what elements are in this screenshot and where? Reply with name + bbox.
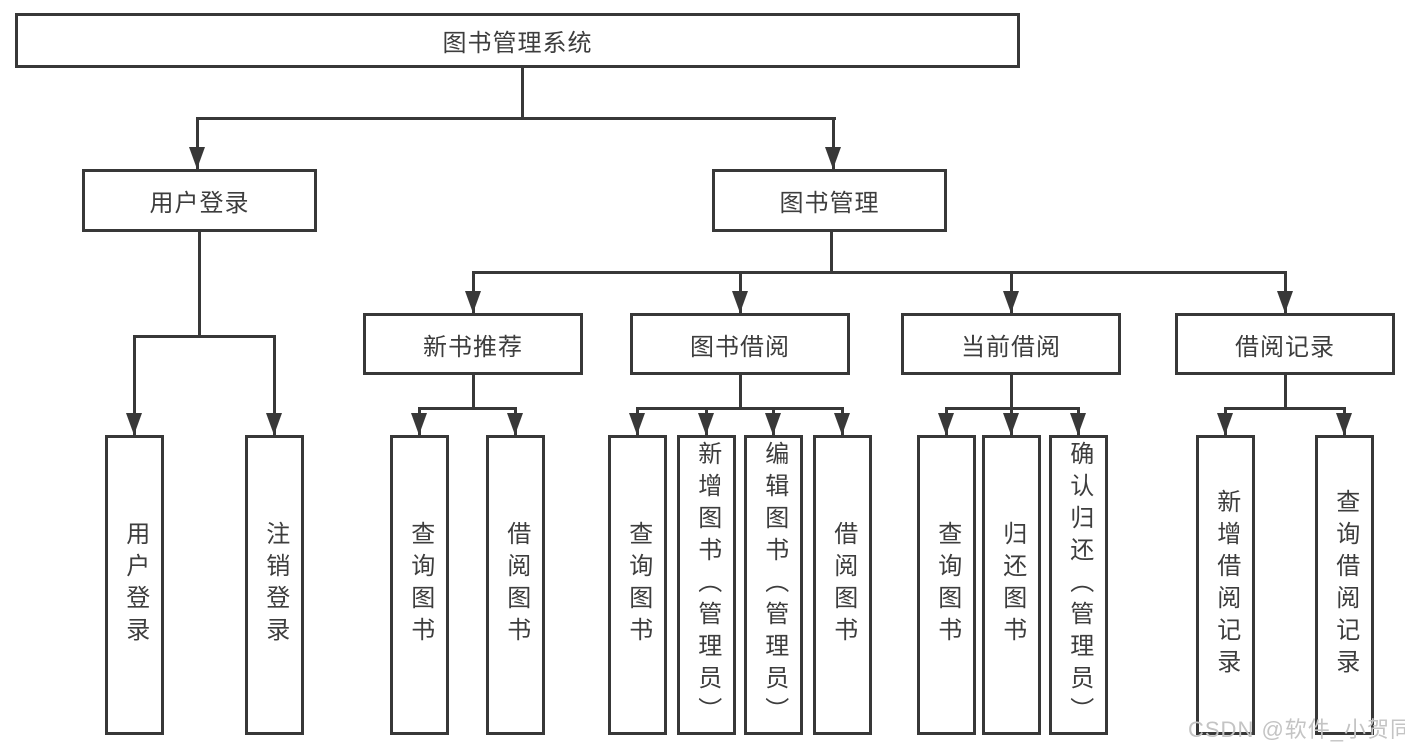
node-user-login: 用户登录: [82, 169, 317, 232]
connector-line-v: [738, 375, 742, 410]
connector-line-h: [195, 117, 836, 120]
leaf-br-query-record: 查询借阅记录: [1315, 435, 1374, 735]
leaf-cb-return-books: 归还图书: [982, 435, 1041, 735]
leaf-bb-borrow-books-label: 借阅图书: [829, 521, 857, 649]
arrow-down-icon: [698, 413, 714, 435]
leaf-bb-edit-books-admin-label: 编辑图书（管理员）: [760, 441, 788, 729]
arrow-down-icon: [507, 413, 523, 435]
arrow-down-icon: [732, 291, 748, 313]
connector-line-v: [272, 335, 276, 435]
arrow-down-icon: [1277, 291, 1293, 313]
node-book-borrowing: 图书借阅: [630, 313, 850, 375]
connector-line-h: [471, 271, 1287, 274]
connector-line-v: [829, 232, 833, 274]
arrow-down-icon: [938, 413, 954, 435]
arrow-down-icon: [1003, 413, 1019, 435]
leaf-br-add-record: 新增借阅记录: [1196, 435, 1255, 735]
leaf-logout: 注销登录: [245, 435, 304, 735]
arrow-down-icon: [411, 413, 427, 435]
leaf-cb-query-books: 查询图书: [917, 435, 976, 735]
connector-line-h: [417, 407, 517, 410]
node-book-management-label: 图书管理: [779, 190, 880, 217]
leaf-nbr-borrow-books-label: 借阅图书: [502, 521, 530, 649]
arrow-down-icon: [266, 413, 282, 435]
leaf-user-login: 用户登录: [105, 435, 164, 735]
leaf-nbr-query-books: 查询图书: [390, 435, 449, 735]
connector-line-v: [132, 335, 136, 435]
arrow-down-icon: [126, 413, 142, 435]
leaf-logout-label: 注销登录: [261, 521, 289, 649]
arrow-down-icon: [1003, 291, 1019, 313]
leaf-bb-query-books-label: 查询图书: [624, 521, 652, 649]
leaf-bb-add-books-admin: 新增图书（管理员）: [677, 435, 736, 735]
leaf-br-query-record-label: 查询借阅记录: [1331, 489, 1359, 681]
node-borrowing-records: 借阅记录: [1175, 313, 1395, 375]
connector-line-v: [197, 232, 201, 338]
node-library-system: 图书管理系统: [15, 13, 1020, 68]
leaf-br-add-record-label: 新增借阅记录: [1212, 489, 1240, 681]
leaf-cb-query-books-label: 查询图书: [933, 521, 961, 649]
node-current-borrowing-label: 当前借阅: [961, 333, 1061, 361]
arrow-down-icon: [1070, 413, 1086, 435]
leaf-bb-add-books-admin-label: 新增图书（管理员）: [693, 441, 721, 729]
node-new-book-recommendation: 新书推荐: [363, 313, 583, 375]
connector-line-v: [831, 117, 835, 169]
leaf-cb-confirm-return-admin: 确认归还（管理员）: [1049, 435, 1108, 735]
leaf-bb-borrow-books: 借阅图书: [813, 435, 872, 735]
connector-line-v: [1009, 375, 1013, 410]
leaf-nbr-borrow-books: 借阅图书: [486, 435, 545, 735]
arrow-down-icon: [629, 413, 645, 435]
node-book-borrowing-label: 图书借阅: [690, 333, 790, 361]
node-user-login-label: 用户登录: [149, 190, 250, 217]
leaf-cb-confirm-return-admin-label: 确认归还（管理员）: [1065, 441, 1093, 729]
connector-line-v: [520, 68, 524, 119]
connector-line-v: [471, 375, 475, 410]
connector-line-v: [1283, 375, 1287, 410]
arrow-down-icon: [765, 413, 781, 435]
connector-line-h: [132, 335, 276, 338]
leaf-nbr-query-books-label: 查询图书: [406, 521, 434, 649]
arrow-down-icon: [1217, 413, 1233, 435]
arrow-down-icon: [825, 147, 841, 169]
node-new-book-recommendation-label: 新书推荐: [423, 333, 523, 361]
connector-line-v: [195, 117, 199, 169]
arrow-down-icon: [834, 413, 850, 435]
leaf-user-login-label: 用户登录: [121, 521, 149, 649]
leaf-bb-query-books: 查询图书: [608, 435, 667, 735]
leaf-bb-edit-books-admin: 编辑图书（管理员）: [744, 435, 803, 735]
arrow-down-icon: [1336, 413, 1352, 435]
connector-line-h: [1223, 407, 1346, 410]
leaf-cb-return-books-label: 归还图书: [998, 521, 1026, 649]
connector-line-h: [635, 407, 844, 410]
node-library-system-label: 图书管理系统: [442, 30, 593, 57]
node-current-borrowing: 当前借阅: [901, 313, 1121, 375]
arrow-down-icon: [465, 291, 481, 313]
watermark: CSDN @软件_小贺同学: [1188, 717, 1405, 742]
arrow-down-icon: [189, 147, 205, 169]
node-borrowing-records-label: 借阅记录: [1235, 333, 1335, 361]
node-book-management: 图书管理: [712, 169, 947, 232]
